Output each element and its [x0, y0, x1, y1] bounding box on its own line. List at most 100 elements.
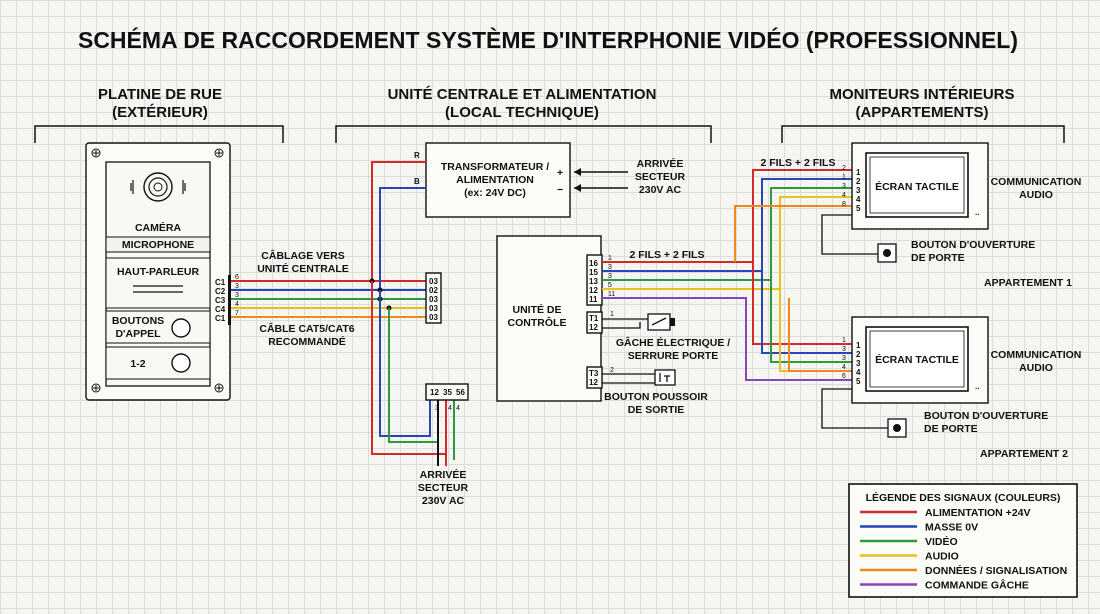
cable-type-label-1: CÂBLE CAT5/CAT6: [259, 322, 354, 335]
panel-terminal-label: C3: [215, 296, 226, 305]
monitor-1-pin: 4: [856, 195, 861, 204]
wire-power: [602, 169, 852, 263]
monitor-1-wire-number: 3: [842, 183, 846, 190]
power-terminal-label: 56: [456, 388, 465, 397]
strike-terminal: [586, 311, 603, 334]
mains-right-label-3: 230V AC: [639, 184, 682, 196]
wire-ground: [761, 271, 852, 354]
wire-power: [752, 262, 852, 345]
power-terminal-pin: 4: [456, 405, 460, 412]
monitor-1-door-label-1: BOUTON D'OUVERTURE: [911, 239, 1035, 251]
apartment-2-label: APPARTEMENT 2: [980, 448, 1068, 460]
exit-pin-label: 12: [589, 378, 598, 387]
control-pin-label: 15: [589, 268, 598, 277]
power-supply-wires: [369, 161, 455, 466]
exit-terminal: [586, 366, 603, 389]
terminal-block-label: 03: [429, 304, 438, 313]
wire-audio: [602, 196, 852, 290]
wire-ground: [602, 178, 852, 272]
monitor-2-audio-label-1: COMMUNICATION: [991, 349, 1082, 361]
legend-item-label: AUDIO: [925, 551, 959, 563]
strike-pin-label: T1: [589, 314, 599, 323]
speaker-grille-icon: [133, 285, 183, 293]
section-monitors-subtitle: (APPARTEMENTS): [855, 104, 988, 121]
exit-wire-number: 2: [610, 367, 614, 374]
mains-right-label-1: ARRIVÉE: [637, 157, 684, 170]
street-panel: CAMÉRA MICROPHONE HAUT-PARLEUR BOUTONS D…: [85, 142, 231, 401]
wire-power: [371, 161, 426, 281]
panel-terminal-label: C1: [215, 314, 226, 323]
panel-wire-number: 3: [235, 283, 239, 290]
monitor-2-pin: 5: [856, 377, 861, 386]
camera-label: CAMÉRA: [135, 221, 181, 234]
monitor-2-pin: 2: [856, 350, 861, 359]
transformer-label-3: (ex: 24V DC): [464, 187, 526, 199]
monitor-1: ÉCRAN TACTILE .. 1 2 3 4 5 2 1 3 4 8: [842, 142, 989, 230]
strike-wire-number: 1: [610, 311, 614, 318]
screw-icon: [214, 148, 224, 158]
microphone-label: MICROPHONE: [122, 239, 194, 251]
monitor-1-door-label-2: DE PORTE: [911, 252, 965, 264]
strike-wiring: [602, 313, 675, 331]
exit-button-label-2: DE SORTIE: [628, 404, 685, 416]
section-central-title: UNITÉ CENTRALE ET ALIMENTATION: [388, 86, 657, 103]
mains-bottom-label-3: 230V AC: [422, 495, 465, 507]
monitor-1-screen[interactable]: [865, 152, 969, 218]
wire-data: [734, 205, 852, 262]
wire-ground: [379, 290, 431, 437]
door-button-icon: [883, 249, 891, 257]
monitor-1-wire-number: 2: [842, 165, 846, 172]
panel-terminal-label: C4: [215, 305, 226, 314]
legend-item-label: DONNÉES / SIGNALISATION: [925, 564, 1067, 577]
control-wire-number: 5: [608, 282, 612, 289]
power-terminal-label: 35: [443, 388, 452, 397]
control-wire-number: 3: [608, 273, 612, 280]
mains-bottom-label-2: SECTEUR: [418, 482, 469, 494]
push-button-icon: [654, 369, 676, 386]
monitor-2-wire-number: 3: [842, 346, 846, 353]
control-unit-label-2: CONTRÔLE: [508, 316, 567, 329]
legend-box: [848, 483, 1078, 598]
panel-terminal-label: C2: [215, 287, 226, 296]
section-central-bracket: [335, 125, 712, 143]
section-monitors-title: MONITEURS INTÉRIEURS: [829, 86, 1014, 103]
terminal-block: [425, 272, 442, 324]
power-terminal-block: [425, 383, 469, 401]
wire-video: [770, 280, 852, 363]
monitor-1-screen-label: ÉCRAN TACTILE: [875, 180, 959, 193]
transformer-label-2: ALIMENTATION: [456, 174, 534, 186]
monitor-2-screen[interactable]: [865, 326, 969, 392]
monitor-1-door-wire: [821, 214, 878, 255]
control-unit-label-1: UNITÉ DE: [512, 303, 561, 316]
camera-lens-icon: [130, 172, 186, 202]
terminal-block-label: 03: [429, 295, 438, 304]
monitor-1-wire-number: 8: [842, 201, 846, 208]
wires-label-top: 2 FILS + 2 FILS: [761, 157, 836, 169]
section-street-subtitle: (EXTÉRIEUR): [112, 104, 208, 121]
legend-item-label: MASSE 0V: [925, 522, 978, 534]
signal-legend: LÉGENDE DES SIGNAUX (COULEURS) ALIMENTAT…: [848, 483, 1078, 598]
monitor-bus-wires: [602, 169, 852, 381]
screw-icon: [91, 383, 101, 393]
monitor-2-door-label-1: BOUTON D'OUVERTURE: [924, 410, 1048, 422]
strike-label-2: SERRURE PORTE: [628, 350, 718, 362]
monitor-1-pin: 2: [856, 177, 861, 186]
monitor-2-pin: 1: [856, 341, 861, 350]
transformer-minus: −: [557, 184, 563, 196]
legend-title: LÉGENDE DES SIGNAUX (COULEURS): [866, 491, 1061, 504]
monitor-1-audio-label-1: COMMUNICATION: [991, 176, 1082, 188]
speaker-section: [105, 257, 211, 309]
monitor-2-wire-number: 4: [842, 364, 846, 371]
wire-data: [788, 298, 852, 372]
monitor-1-pin: 5: [856, 204, 861, 213]
monitor-2: ÉCRAN TACTILE .. 1 2 3 4 5 1 3 3 4 6: [842, 316, 989, 404]
door-button-icon: [893, 424, 901, 432]
cable-type-label-2: RECOMMANDÉ: [268, 335, 346, 348]
call-buttons-label-1: BOUTONS: [112, 315, 164, 327]
call-button-1[interactable]: [171, 318, 191, 338]
panel-wire-number: 3: [235, 292, 239, 299]
power-terminal-pin: 3: [435, 405, 439, 412]
screw-icon: [91, 148, 101, 158]
call-button-2[interactable]: [171, 353, 191, 373]
